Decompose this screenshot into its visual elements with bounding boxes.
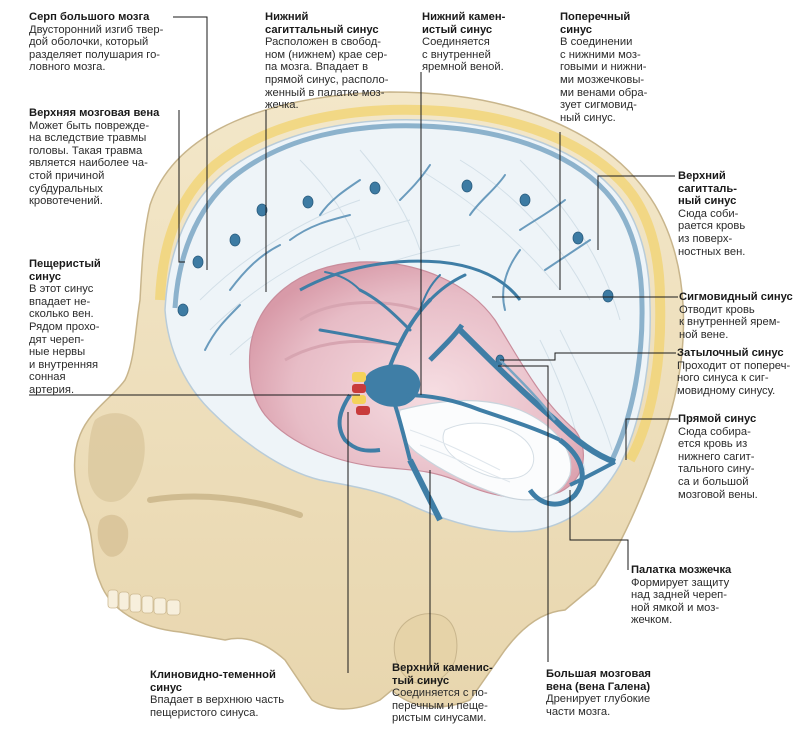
label-occipital-sinus: Затылочный синус Проходит от попереч- но… [677,347,791,397]
arachnoid-granulation [177,179,614,366]
orbit [88,413,145,502]
label-superior-cerebral-vein: Верхняя мозговая вена Может быть поврежд… [29,107,160,208]
label-inferior-petrosal-sinus: Нижний камен-истый синус Соединяется с в… [422,11,506,74]
label-superior-petrosal-sinus: Верхний каменис-тый синус Соединяется с … [392,662,493,725]
upper-teeth [107,589,181,616]
leader-lines [29,16,678,673]
sphenoparietal-sinus [337,393,381,453]
mastoid-process [393,613,458,685]
skull-inner-table [155,104,666,463]
superior-petrosal-sinus [404,393,561,442]
tissue-fold [299,301,421,322]
tentorium-striations [409,429,511,483]
label-falx-cerebri: Серп большого мозга Двусторонний изгиб т… [29,11,164,74]
sigmoid-sinus [527,438,585,507]
tentorium-opening [442,422,535,480]
label-tentorium-cerebelli: Палатка мозжечка Формирует защиту над за… [631,564,732,627]
zygomatic-arch [147,493,303,518]
great-cerebral-vein [428,323,465,362]
transverse-sinus [569,460,616,487]
inferior-petrosal-sinus [393,404,412,461]
superior-sagittal-sinus [172,123,645,462]
superior-cerebral-veins [204,164,591,351]
nasal-cavity [97,514,129,557]
label-sigmoid-sinus: Сигмовидный синус Отводит кровь к внутре… [679,291,793,341]
label-straight-sinus: Прямой синус Сюда собира- ется кровь из … [678,413,758,501]
internal-jugular-vein [407,458,443,522]
